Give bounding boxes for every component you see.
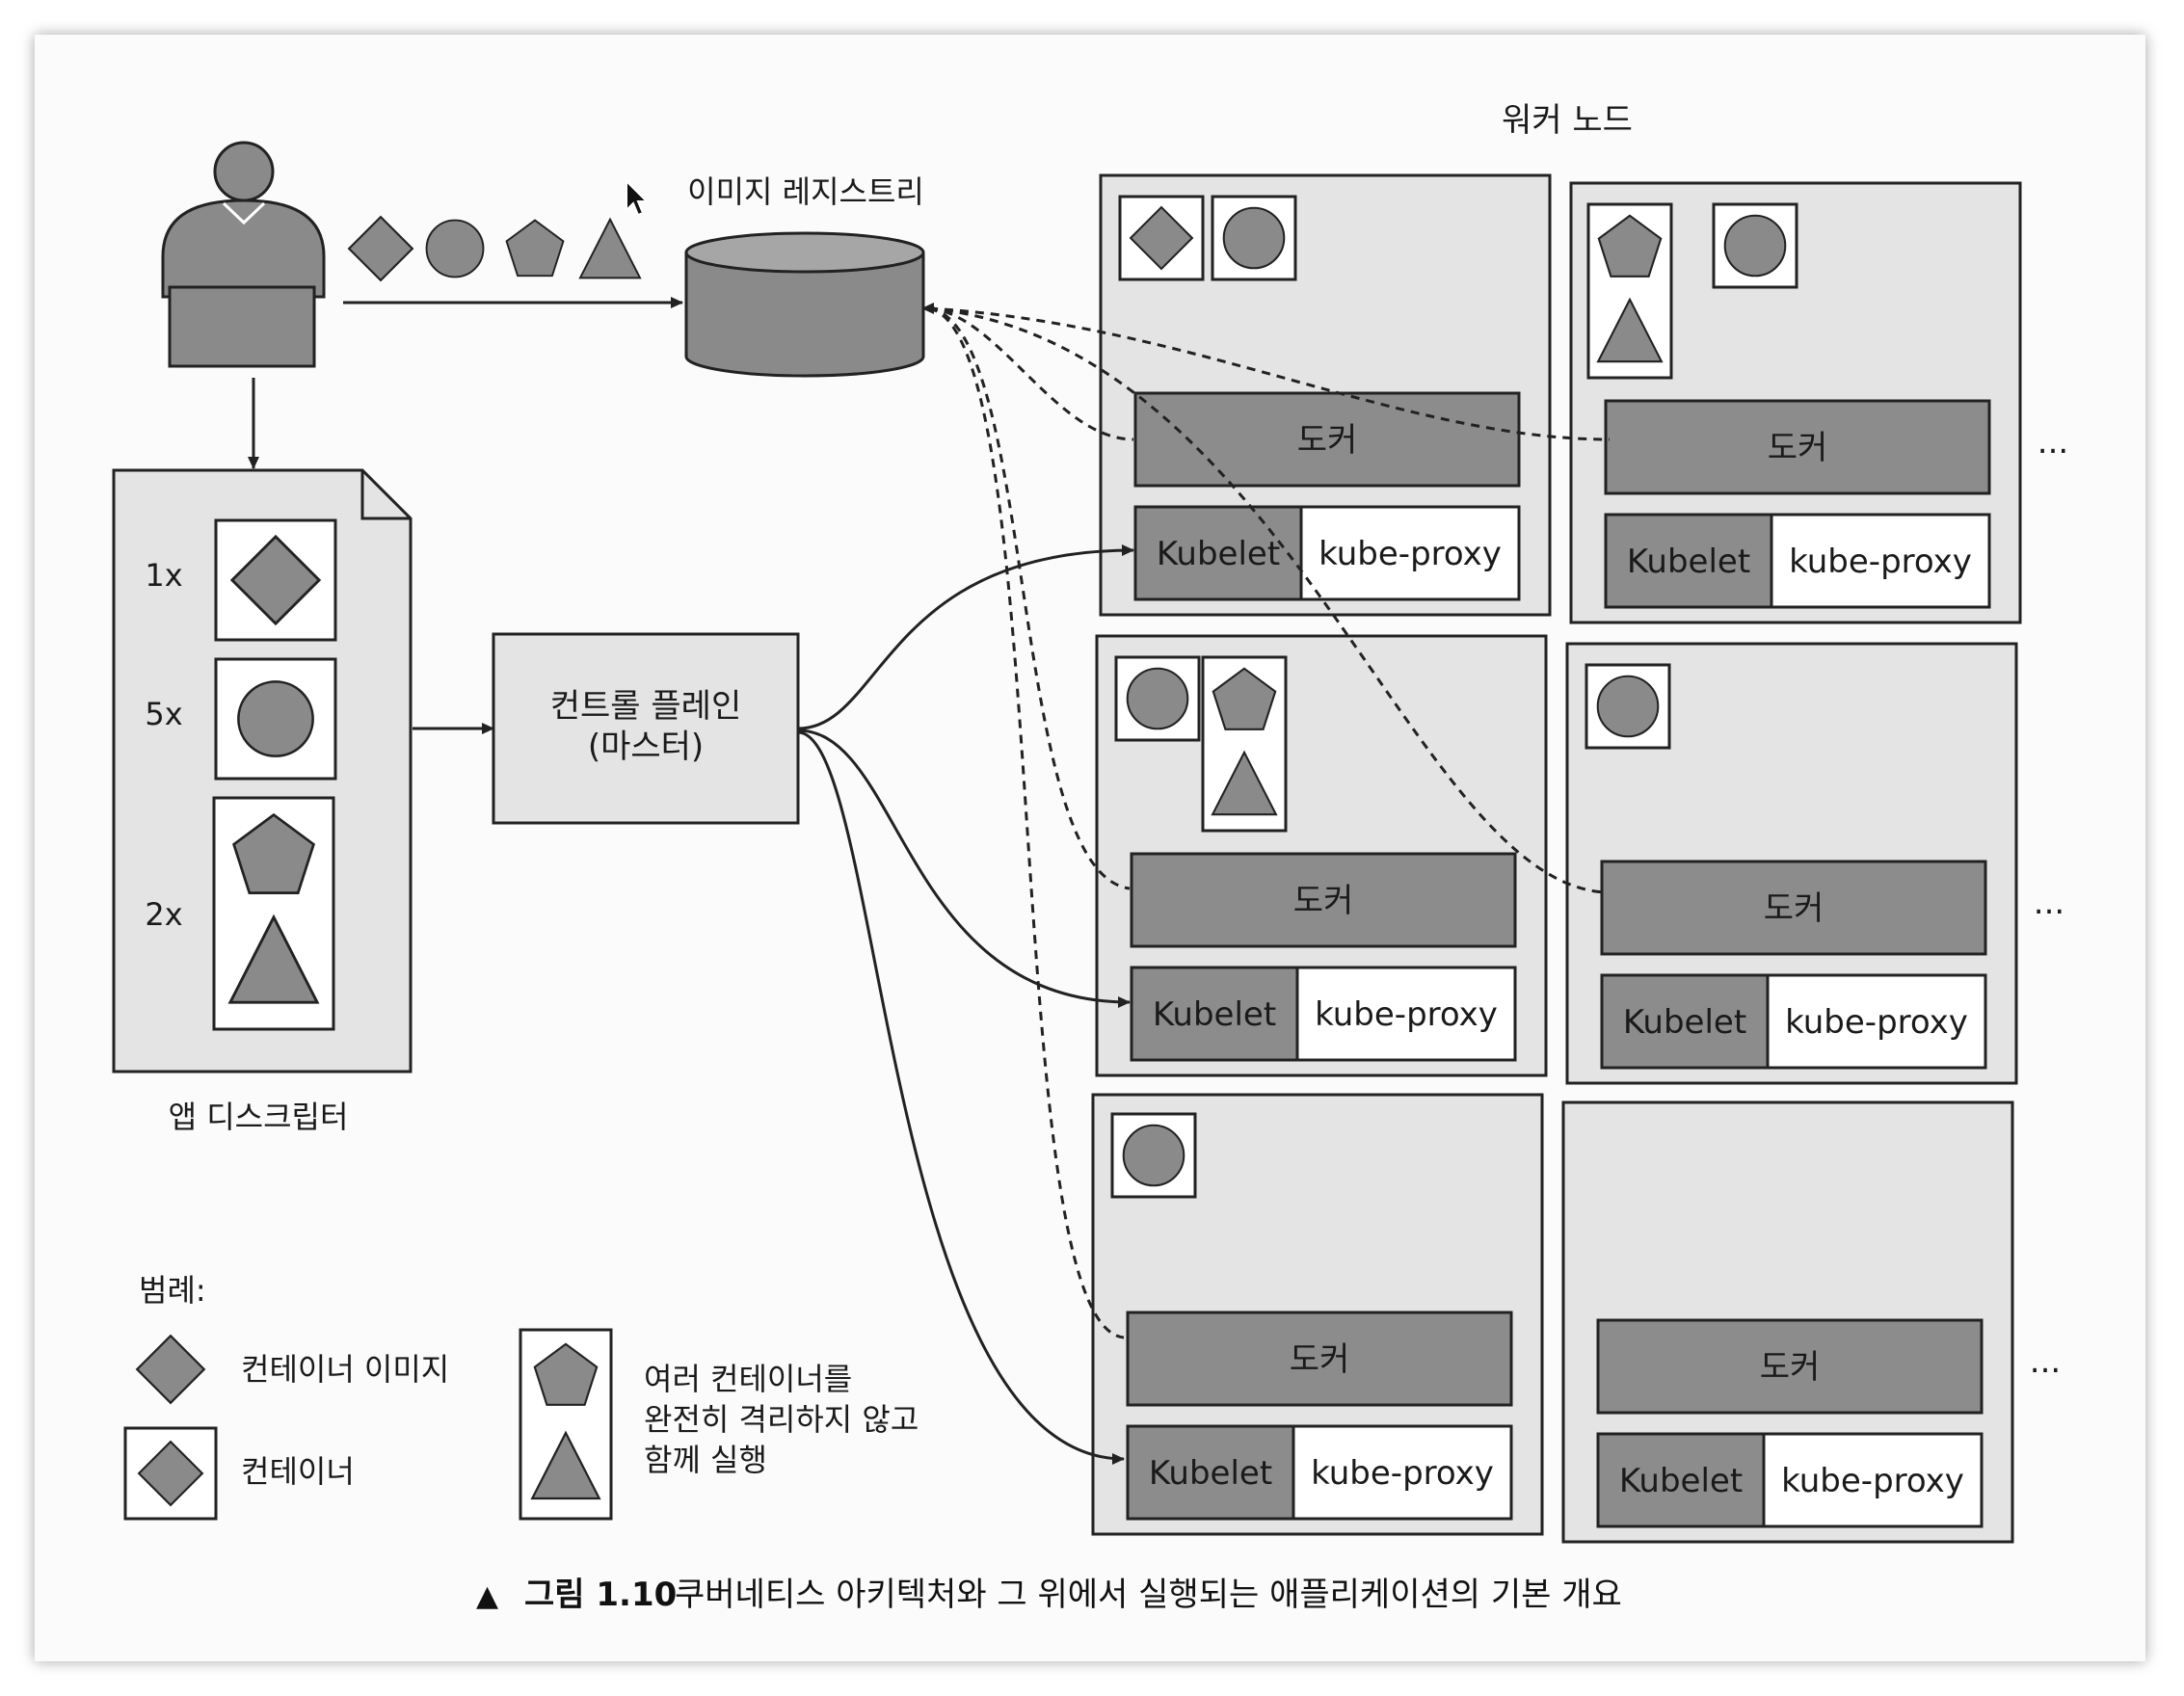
more-nodes-ellipsis: ... <box>2038 423 2068 462</box>
container-images-row <box>348 216 642 281</box>
kube-proxy-label: kube-proxy <box>1785 1003 1968 1042</box>
app-descriptor-label: 앱 디스크립터 <box>169 1099 349 1135</box>
caption-marker: ▲ <box>476 1579 498 1613</box>
kubernetes-architecture-diagram: 이미지 레지스트리 1x 5x 2x 앱 디스크립터 컨트롤 플레인 (마스터)… <box>112 101 2068 1614</box>
kubelet-label: Kubelet <box>1623 1003 1746 1042</box>
worker-node: 도커 Kubelet kube-proxy <box>1095 634 1548 1077</box>
legend-pod-line2: 완전히 격리하지 않고 <box>644 1401 919 1438</box>
circle-container-icon <box>1122 1124 1185 1187</box>
kubelet-label: Kubelet <box>1619 1462 1743 1500</box>
figure-card: 이미지 레지스트리 1x 5x 2x 앱 디스크립터 컨트롤 플레인 (마스터)… <box>35 35 2145 1661</box>
control-plane-subtitle: (마스터) <box>588 728 704 766</box>
circle-container-icon <box>1222 206 1286 270</box>
control-plane-box: 컨트롤 플레인 (마스터) <box>492 632 800 825</box>
worker-node: 도커 Kubelet kube-proxy... <box>1569 181 2068 624</box>
docker-label: 도커 <box>1768 429 1828 467</box>
legend: 범례: 컨테이너 이미지 컨테이너 여러 컨테이너를 완전히 격리하지 않고 함… <box>123 1272 919 1521</box>
diamond-image-icon <box>348 216 413 281</box>
circle-container-icon <box>1596 675 1660 738</box>
docker-label: 도커 <box>1290 1340 1350 1379</box>
kubelet-label: Kubelet <box>1157 535 1280 573</box>
docker-label: 도커 <box>1293 882 1354 920</box>
developer-icon <box>161 141 326 368</box>
docker-label: 도커 <box>1297 421 1358 460</box>
legend-image-icon <box>136 1335 205 1404</box>
count-5x: 5x <box>145 696 182 732</box>
caption-text: 쿠버네티스 아키텍처와 그 위에서 실행되는 애플리케이션의 기본 개요 <box>675 1576 1622 1614</box>
triangle-image-icon <box>578 218 642 279</box>
kube-proxy-label: kube-proxy <box>1315 995 1498 1034</box>
image-registry-label: 이미지 레지스트리 <box>687 173 924 210</box>
circle-container-icon <box>1126 667 1189 730</box>
count-1x: 1x <box>145 557 182 594</box>
control-plane-title: 컨트롤 플레인 <box>550 687 742 726</box>
more-nodes-ellipsis: ... <box>2034 884 2064 922</box>
circle-container-icon <box>1723 214 1787 278</box>
legend-pod-line1: 여러 컨테이너를 <box>644 1361 852 1397</box>
worker-nodes-grid: 도커 Kubelet kube-proxy 도커 Kubelet kube-proxy..… <box>1091 173 2068 1544</box>
legend-container: 컨테이너 <box>241 1453 355 1490</box>
worker-node: 도커 Kubelet kube-proxy <box>1099 173 1552 617</box>
worker-node: 도커 Kubelet kube-proxy... <box>1561 1100 2061 1544</box>
mouse-cursor-icon <box>626 179 650 217</box>
docker-label: 도커 <box>1760 1348 1821 1387</box>
control-plane-arrows <box>797 544 1134 1465</box>
kubelet-label: Kubelet <box>1627 543 1750 581</box>
pentagon-image-icon <box>505 219 565 278</box>
more-nodes-ellipsis: ... <box>2030 1342 2061 1381</box>
count-2x: 2x <box>145 896 182 933</box>
kubelet-label: Kubelet <box>1153 995 1276 1034</box>
figure-caption: ▲ 그림 1.10 쿠버네티스 아키텍처와 그 위에서 실행되는 애플리케이션의… <box>476 1576 1622 1614</box>
legend-container-image: 컨테이너 이미지 <box>241 1351 449 1388</box>
docker-label: 도커 <box>1764 889 1824 928</box>
image-pull-lines <box>921 303 1611 1339</box>
worker-nodes-label: 워커 노드 <box>1502 101 1633 140</box>
kube-proxy-label: kube-proxy <box>1318 535 1502 573</box>
circle-image-icon <box>425 219 485 278</box>
legend-pod-line3: 함께 실행 <box>644 1442 767 1478</box>
kube-proxy-label: kube-proxy <box>1789 543 1972 581</box>
worker-node: 도커 Kubelet kube-proxy... <box>1565 642 2064 1085</box>
kube-proxy-label: kube-proxy <box>1781 1462 1964 1500</box>
worker-node: 도커 Kubelet kube-proxy <box>1091 1093 1544 1536</box>
kubelet-label: Kubelet <box>1149 1454 1272 1493</box>
caption-label: 그림 1.10 <box>524 1576 677 1614</box>
app-descriptor-document: 1x 5x 2x <box>112 468 413 1073</box>
image-registry-cylinder <box>684 231 925 378</box>
legend-title: 범례: <box>139 1272 206 1309</box>
kube-proxy-label: kube-proxy <box>1311 1454 1494 1493</box>
